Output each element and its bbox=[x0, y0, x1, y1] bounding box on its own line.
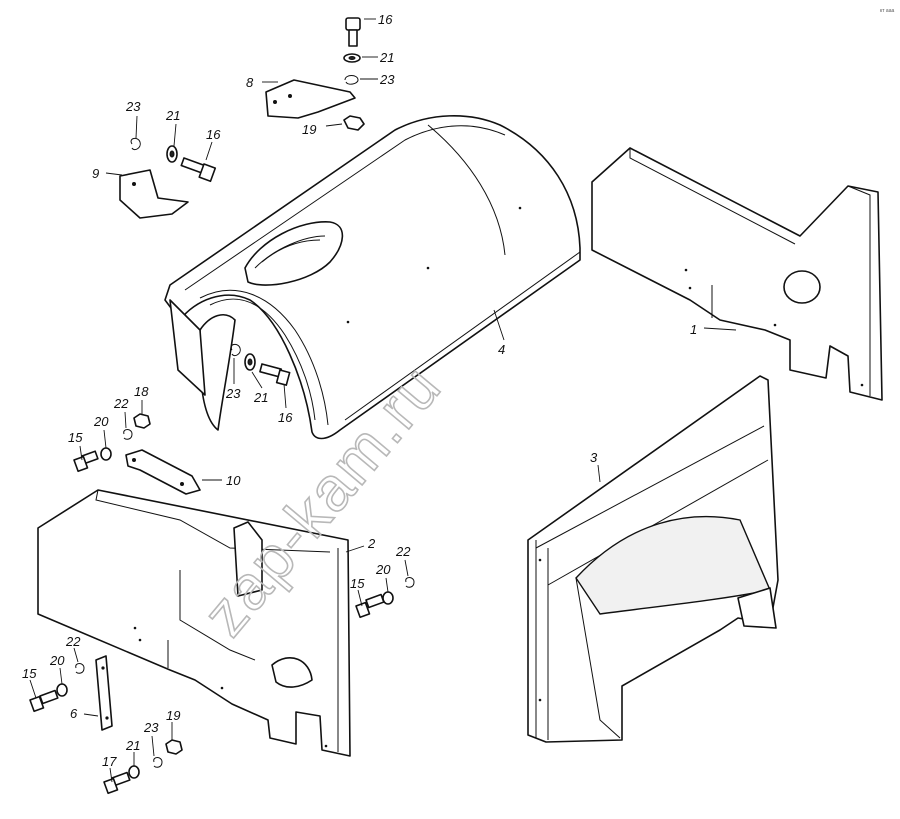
label-part-1: 1 bbox=[690, 322, 697, 337]
label-19-bottom: 19 bbox=[166, 708, 180, 723]
label-16-center: 16 bbox=[278, 410, 293, 425]
label-16-left: 16 bbox=[206, 127, 221, 142]
fastener-set-top bbox=[343, 17, 365, 131]
label-part-9: 9 bbox=[92, 166, 99, 181]
fastener-set-left bbox=[130, 137, 217, 183]
label-part-6: 6 bbox=[70, 706, 78, 721]
part-2-panel bbox=[37, 489, 351, 757]
part-6-strap bbox=[95, 655, 113, 731]
fastener-set-center bbox=[230, 343, 291, 386]
label-21-top: 21 bbox=[379, 50, 394, 65]
label-22-lower: 22 bbox=[65, 634, 81, 649]
label-15-lower: 15 bbox=[22, 666, 37, 681]
label-part-8: 8 bbox=[246, 75, 254, 90]
corner-mark: кт ааа bbox=[880, 8, 894, 14]
label-21-left: 21 bbox=[165, 108, 180, 123]
label-17: 17 bbox=[102, 754, 117, 769]
part-3-panel bbox=[527, 375, 779, 743]
fastener-set-6 bbox=[29, 663, 85, 713]
label-23-center: 23 bbox=[225, 386, 241, 401]
part-9-bracket bbox=[119, 169, 189, 219]
fastener-set-right bbox=[355, 577, 415, 619]
part-10-plate bbox=[125, 449, 201, 495]
label-16-top: 16 bbox=[378, 12, 393, 27]
part-8-bracket bbox=[265, 79, 356, 119]
label-19-top: 19 bbox=[302, 122, 316, 137]
part-1-panel bbox=[591, 147, 883, 401]
label-part-3: 3 bbox=[590, 450, 598, 465]
label-part-10: 10 bbox=[226, 473, 241, 488]
label-15-right: 15 bbox=[350, 576, 365, 591]
label-21-bottom: 21 bbox=[125, 738, 140, 753]
label-23-bottom: 23 bbox=[143, 720, 159, 735]
part-labels: 16 21 23 19 8 9 23 21 16 23 21 16 1 3 4 … bbox=[22, 12, 697, 769]
label-23-top: 23 bbox=[379, 72, 395, 87]
label-22-upper: 22 bbox=[113, 396, 129, 411]
part-4-cover bbox=[164, 115, 581, 440]
fastener-set-10 bbox=[73, 413, 151, 473]
label-20-right: 20 bbox=[375, 562, 391, 577]
label-part-4: 4 bbox=[498, 342, 505, 357]
label-23-left: 23 bbox=[125, 99, 141, 114]
label-21-center: 21 bbox=[253, 390, 268, 405]
label-22-right: 22 bbox=[395, 544, 411, 559]
leader-lines bbox=[29, 18, 737, 783]
label-20-upper: 20 bbox=[93, 414, 109, 429]
label-20-lower: 20 bbox=[49, 653, 65, 668]
label-15-upper: 15 bbox=[68, 430, 83, 445]
label-18: 18 bbox=[134, 384, 149, 399]
label-part-2: 2 bbox=[367, 536, 376, 551]
